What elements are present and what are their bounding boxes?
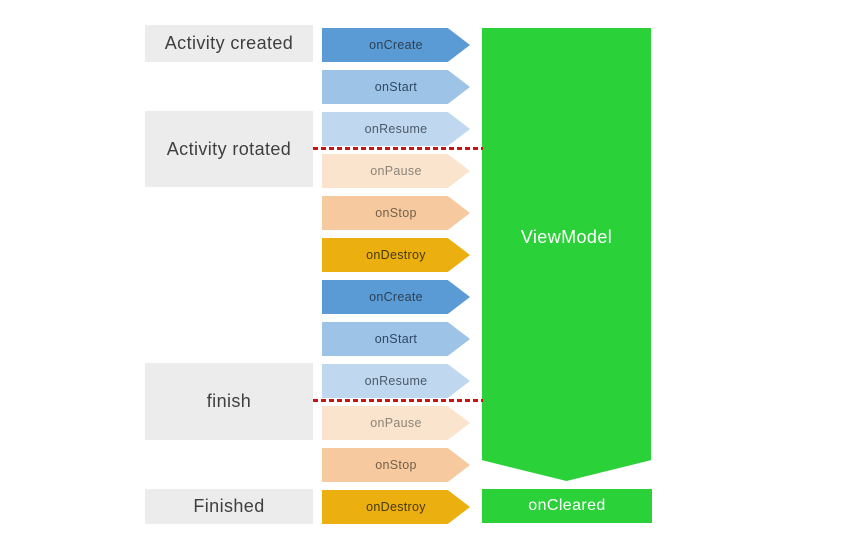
- finish-connector-line: [313, 399, 483, 402]
- lifecycle-arrow-ondestroy-1: onDestroy: [322, 238, 470, 272]
- lifecycle-arrow-onstop-2: onStop: [322, 448, 470, 482]
- lifecycle-arrow-onstart-2: onStart: [322, 322, 470, 356]
- viewmodel-label: ViewModel: [520, 227, 613, 247]
- lifecycle-arrow-onpause-2: onPause: [322, 406, 470, 440]
- lifecycle-arrow-ondestroy-2: onDestroy: [322, 490, 470, 524]
- label-finished: Finished: [145, 489, 313, 524]
- lifecycle-arrow-oncreate-1: onCreate: [322, 28, 470, 62]
- rotation-connector-line: [313, 147, 483, 150]
- label-finish: finish: [145, 363, 313, 440]
- label-activity-rotated: Activity rotated: [145, 111, 313, 187]
- oncleared-block: onCleared: [482, 489, 652, 523]
- lifecycle-arrow-onresume-1: onResume: [322, 112, 470, 146]
- lifecycle-arrow-onresume-2: onResume: [322, 364, 470, 398]
- label-activity-created: Activity created: [145, 25, 313, 62]
- lifecycle-arrow-onstop-1: onStop: [322, 196, 470, 230]
- lifecycle-arrow-oncreate-2: onCreate: [322, 280, 470, 314]
- viewmodel-block: ViewModel: [482, 28, 651, 481]
- lifecycle-arrow-onpause-1: onPause: [322, 154, 470, 188]
- lifecycle-arrow-onstart-1: onStart: [322, 70, 470, 104]
